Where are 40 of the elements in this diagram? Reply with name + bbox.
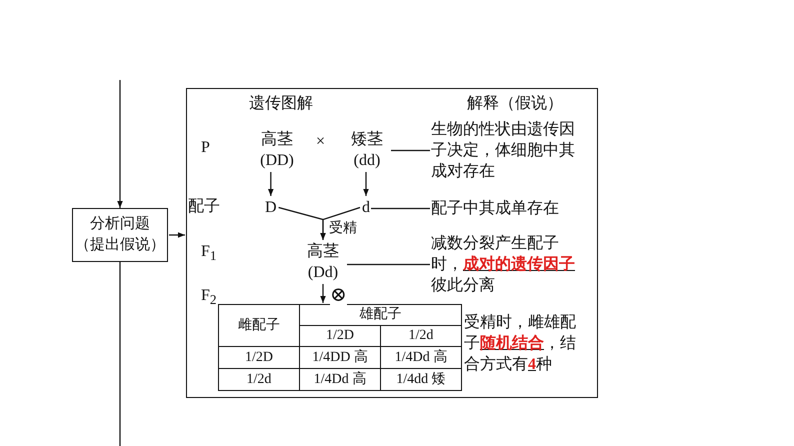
table-header: 雌配子 — [218, 304, 300, 346]
panel — [186, 88, 598, 398]
arrow — [320, 284, 326, 303]
explanation-text: 受精时，雌雄配子随机结合，结合方式有4种 — [464, 312, 577, 375]
generation-label: P — [201, 138, 210, 158]
explanation-text: 减数分裂产生配子时，成对的遗传因子彼此分离 — [431, 233, 583, 296]
table-header: 1/2D — [300, 326, 380, 346]
gamete-text: D — [265, 197, 277, 218]
table-cell: 1/2D — [218, 346, 300, 368]
arrow — [363, 172, 369, 196]
explanation-text: 配子中其成单存在 — [431, 198, 591, 219]
generation-label: 配子 — [188, 197, 220, 217]
generation-label: F$_{1}$ — [201, 242, 217, 266]
table-cell: 1/4dd 矮 — [380, 368, 462, 390]
table-cell: 1/4Dd 高 — [380, 346, 462, 368]
table-cell: 1/4Dd 高 — [300, 368, 380, 390]
table-cell: 1/2d — [218, 368, 300, 390]
leader-line — [391, 150, 430, 152]
phenotype-text: 矮茎 (dd) — [344, 129, 390, 171]
phenotype-text: 高茎 (Dd) — [300, 241, 346, 283]
heading: 解释（假说） — [467, 94, 563, 114]
leader-line — [371, 208, 430, 210]
gamete-text: d — [362, 197, 370, 218]
phenotype-text: 高茎 (DD) — [254, 129, 300, 171]
table-cell: 1/4DD 高 — [300, 346, 380, 368]
flow-line — [117, 80, 123, 208]
table-header: 1/2d — [380, 326, 462, 346]
process-box: 分析问题（提出假说） — [72, 208, 168, 262]
arrow — [268, 172, 274, 196]
cross-symbol: × — [316, 132, 326, 152]
arrow — [169, 232, 185, 238]
leader-line — [347, 264, 430, 266]
flow-line — [119, 262, 121, 446]
explanation-text: 生物的性状由遗传因子决定，体细胞中其成对存在 — [431, 119, 581, 182]
generation-label: F$_{2}$ — [201, 286, 217, 310]
table-header: 雄配子 — [300, 304, 462, 326]
heading: 遗传图解 — [249, 94, 313, 114]
punnett-table — [218, 304, 462, 391]
edge-label: 受精 — [329, 220, 357, 236]
arrow — [320, 206, 360, 240]
